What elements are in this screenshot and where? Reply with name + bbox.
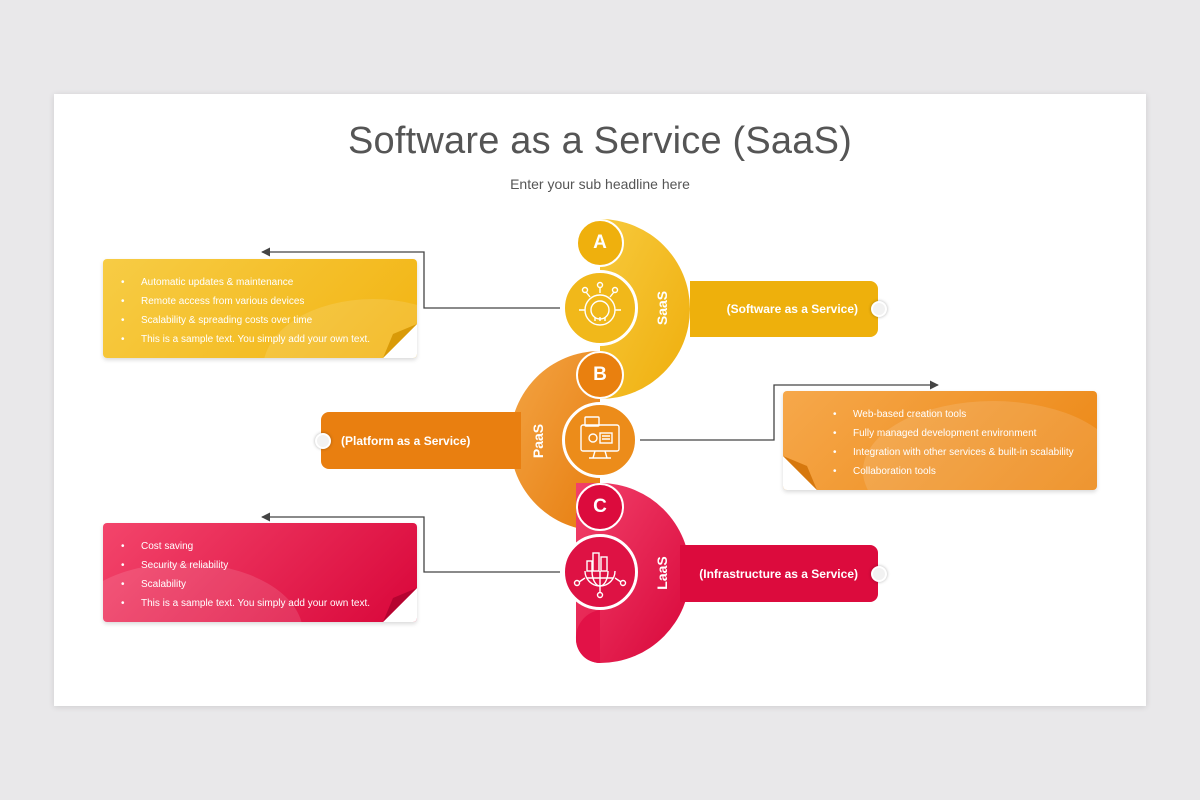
connector-iaas	[261, 512, 560, 573]
card-paas: Web-based creation tools Fully managed d…	[783, 391, 1097, 490]
label-saas: (Software as a Service)	[690, 281, 878, 337]
page-title: Software as a Service (SaaS)	[347, 120, 853, 162]
bullet-item: Remote access from various devices	[121, 292, 417, 311]
page-fold-icon	[383, 324, 417, 358]
page-fold-icon	[383, 588, 417, 622]
bullet-item: Integration with other services & built-…	[833, 443, 1097, 462]
vertical-label-saas: SaaS	[654, 290, 670, 326]
bullet-item: This is a sample text. You simply add yo…	[121, 594, 417, 613]
page-fold-icon	[783, 456, 817, 490]
vertical-label-paas: PaaS	[530, 423, 546, 459]
bullet-item: Fully managed development environment	[833, 424, 1097, 443]
connector-saas	[261, 247, 560, 309]
card-saas: Automatic updates & maintenance Remote a…	[103, 259, 417, 358]
bullet-item: Collaboration tools	[833, 462, 1097, 481]
vertical-label-iaas: LaaS	[654, 556, 670, 590]
desktop-profile-icon	[562, 402, 638, 478]
letter-badge-c: C	[576, 483, 624, 531]
bullet-item: Web-based creation tools	[833, 405, 1097, 424]
globe-city-network-icon	[562, 534, 638, 610]
connector-dot-saas	[871, 301, 887, 317]
letter-badge-a: A	[576, 219, 624, 267]
bullet-item: Automatic updates & maintenance	[121, 273, 417, 292]
page-subtitle: Enter your sub headline here	[510, 176, 690, 192]
bullet-item: This is a sample text. You simply add yo…	[121, 330, 417, 349]
bullet-item: Cost saving	[121, 537, 417, 556]
bullet-item: Security & reliability	[121, 556, 417, 575]
iaas-tail	[575, 610, 600, 663]
gear-network-icon	[562, 270, 638, 346]
connector-paas	[640, 380, 939, 441]
label-paas: (Platform as a Service)	[321, 412, 521, 469]
connector-dot-iaas	[871, 566, 887, 582]
label-iaas: (Infrastructure as a Service)	[680, 545, 878, 602]
bullet-item: Scalability	[121, 575, 417, 594]
saas-blob	[600, 219, 690, 399]
letter-badge-b: B	[576, 351, 624, 399]
connector-dot-paas	[315, 433, 331, 449]
bullet-item: Scalability & spreading costs over time	[121, 311, 417, 330]
card-iaas: Cost saving Security & reliability Scala…	[103, 523, 417, 622]
